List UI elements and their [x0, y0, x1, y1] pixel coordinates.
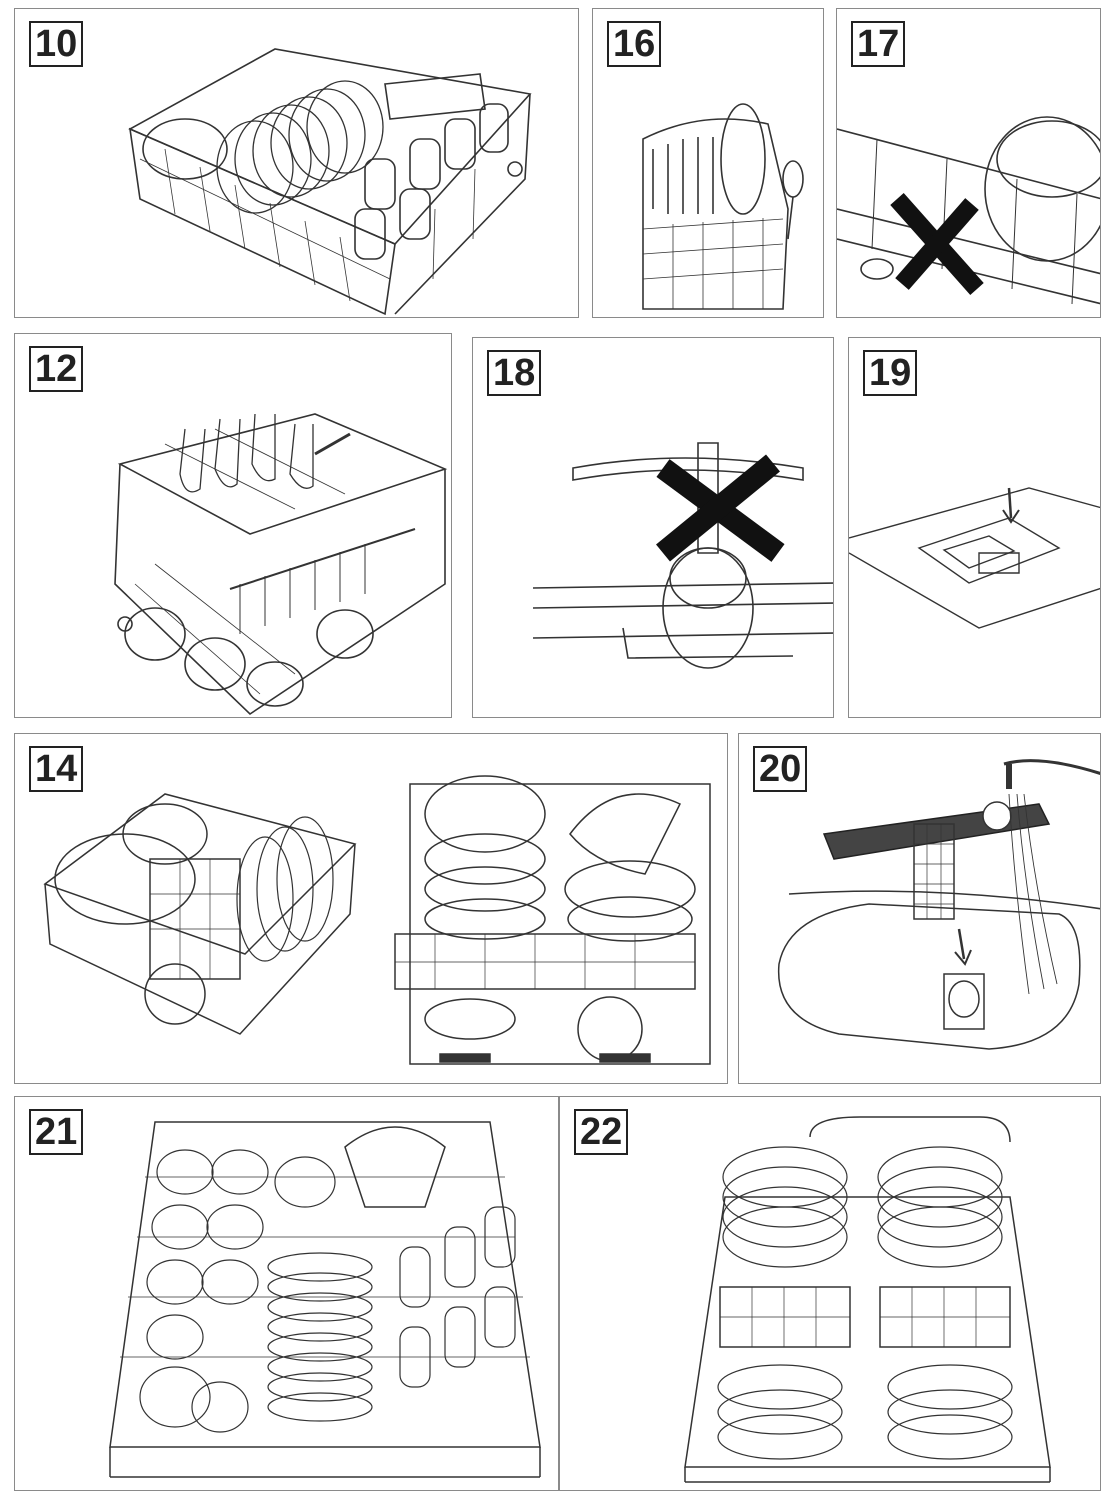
dispenser-illustration [849, 338, 1101, 718]
figure-number: 20 [753, 746, 808, 792]
figure-number: 12 [29, 346, 84, 392]
figure-number: 14 [29, 746, 84, 792]
figure-18-panel: 18 [472, 337, 834, 718]
upper-rack-loaded-illustration [15, 1097, 559, 1491]
lower-rack-loaded-illustration [560, 1097, 1101, 1491]
figure-10-panel: 10 [14, 8, 579, 318]
spray-arm-illustration [473, 338, 834, 718]
loading-examples-illustration [15, 734, 728, 1084]
figure-number: 21 [29, 1109, 84, 1155]
figure-number: 16 [607, 21, 662, 67]
pan-blocking-illustration [837, 9, 1101, 318]
figure-20-panel: 20 [738, 733, 1101, 1084]
figure-number: 18 [487, 350, 542, 396]
filter-cleaning-illustration [739, 734, 1101, 1084]
upper-rack-illustration [15, 334, 452, 718]
figure-16-panel: 16 [592, 8, 824, 318]
figure-19-panel: 19 [848, 337, 1101, 718]
cutlery-basket-illustration [593, 9, 824, 318]
figure-number: 10 [29, 21, 84, 67]
figure-22-panel: 22 [559, 1096, 1101, 1491]
rack-illustration [15, 9, 579, 318]
figure-14-panel: 14 [14, 733, 728, 1084]
figure-17-panel: 17 [836, 8, 1101, 318]
figure-number: 17 [851, 21, 906, 67]
figure-number: 19 [863, 350, 918, 396]
figure-21-panel: 21 [14, 1096, 559, 1491]
figure-number: 22 [574, 1109, 629, 1155]
figure-12-panel: 12 [14, 333, 452, 718]
